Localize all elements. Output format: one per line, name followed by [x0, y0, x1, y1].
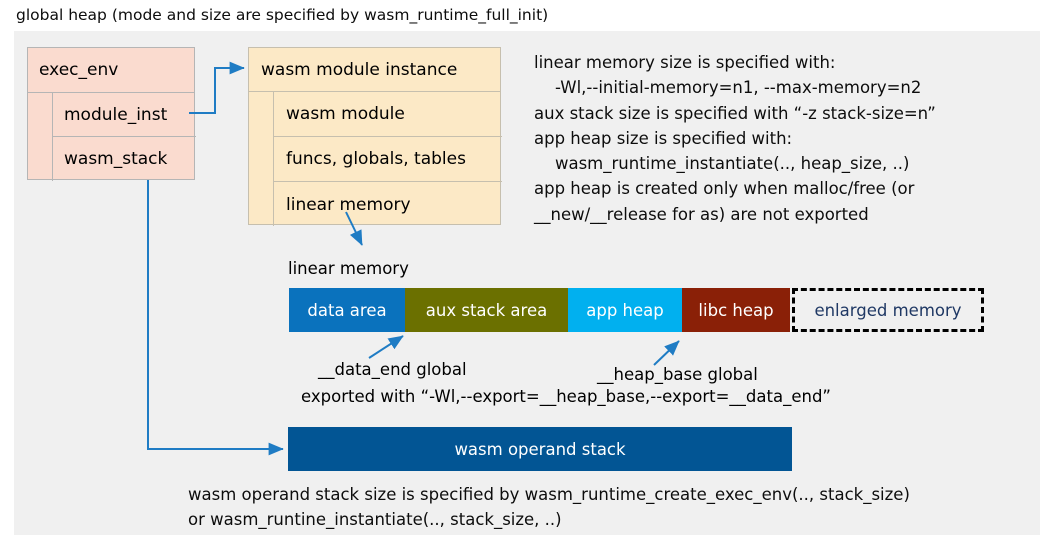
page-title: global heap (mode and size are specified… [16, 6, 549, 24]
exec-env-box: exec_env module_inst wasm_stack [27, 47, 196, 181]
annotation-exported-with: exported with “-Wl,--export=__heap_base,… [301, 387, 831, 406]
annotation-heap-base: __heap_base global [597, 365, 758, 384]
segment-app-heap: app heap [568, 288, 682, 332]
linear-memory-notes: linear memory size is specified with: -W… [534, 53, 936, 224]
module-instance-row-wasm-module: wasm module [274, 92, 502, 137]
wasm-module-instance-box: wasm module instance wasm module funcs, … [248, 47, 502, 226]
exec-env-header: exec_env [28, 48, 194, 93]
operand-stack-notes: wasm operand stack size is specified by … [188, 485, 910, 530]
linear-memory-bar-label: linear memory [288, 259, 409, 278]
module-instance-indent-column [249, 92, 274, 226]
segment-aux-stack-area: aux stack area [405, 288, 568, 332]
wasm-operand-stack-box: wasm operand stack [288, 427, 792, 471]
module-instance-header: wasm module instance [249, 48, 500, 92]
segment-enlarged-memory: enlarged memory [792, 288, 984, 332]
segment-libc-heap: libc heap [682, 288, 790, 332]
linear-memory-bar: data area aux stack area app heap libc h… [289, 288, 984, 332]
module-instance-row-funcs-globals-tables: funcs, globals, tables [274, 137, 502, 182]
module-instance-row-linear-memory: linear memory [286, 194, 411, 215]
segment-data-area: data area [289, 288, 405, 332]
exec-env-indent-column [28, 93, 53, 181]
exec-env-row-module-inst: module_inst [53, 93, 196, 137]
exec-env-row-wasm-stack: wasm_stack [64, 149, 168, 169]
annotation-data-end: __data_end global [318, 360, 467, 379]
